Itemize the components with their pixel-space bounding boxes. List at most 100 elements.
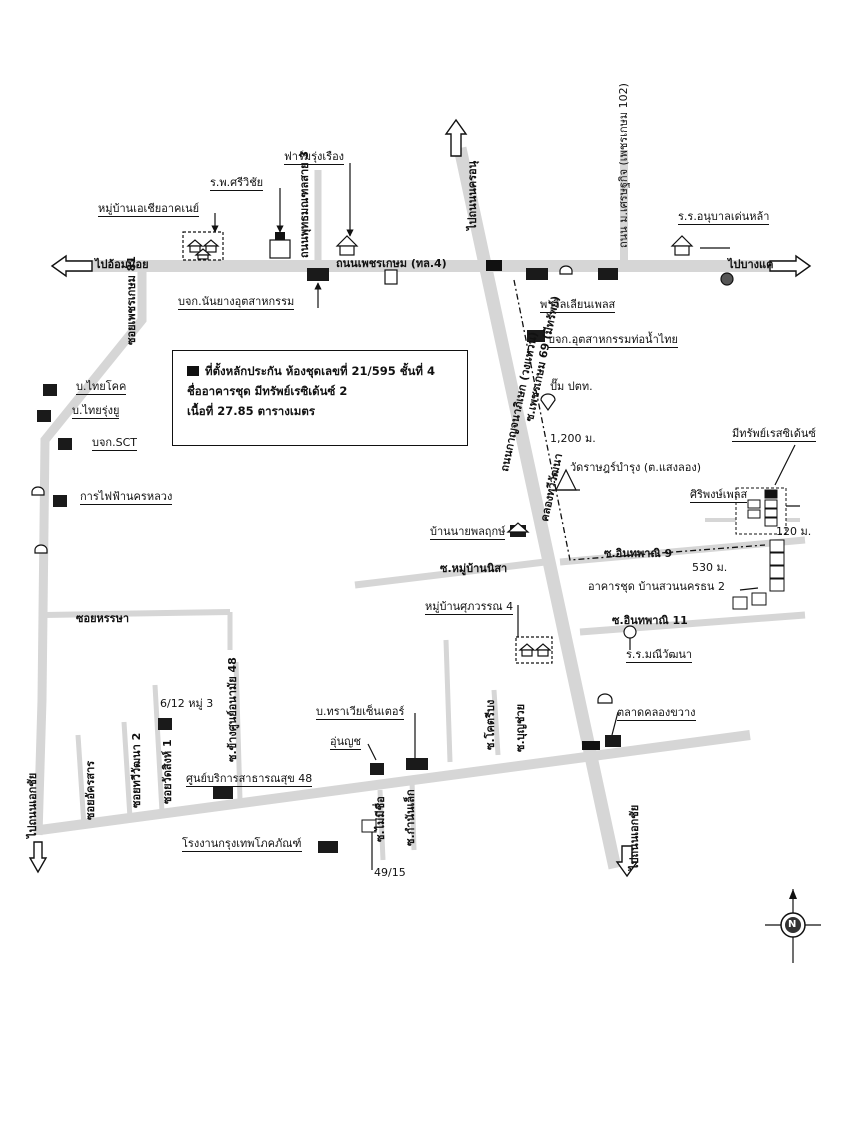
label-farm: ฟาร์มรุ่งเรือง <box>284 150 345 165</box>
label-to-ekachai-south: ไปถนนเอกชัย <box>628 804 641 870</box>
label-soi-a: ซอยอัครสาร <box>84 760 97 820</box>
label-soi-kho: ซ.โคตรีบง <box>484 699 497 750</box>
label-distance-530: 530 ม. <box>692 561 728 574</box>
label-distance-1200: 1,200 ม. <box>550 432 596 445</box>
label-health-center: ศูนย์บริการสาธารณสุข 48 <box>186 772 313 787</box>
compass-icon <box>765 889 821 963</box>
road-arrows <box>28 118 812 878</box>
label-factory: โรงงานกรุงเทพโภคภัณฑ์ <box>182 837 302 852</box>
shell-marker-east <box>598 268 618 280</box>
moo3-marker <box>158 718 172 730</box>
compass-label: N <box>788 919 797 930</box>
soi-kho-road <box>443 639 453 763</box>
market-marker <box>605 735 621 747</box>
soi-bun-road <box>491 689 501 756</box>
soi-market-road <box>233 661 243 801</box>
label-sct: บจก.SCT <box>92 436 137 451</box>
label-soi-b: ซอยทวีวัฒนา 2 <box>130 732 143 808</box>
label-anuchon: อุ่นญช <box>330 735 361 750</box>
soi-c-road <box>152 684 165 813</box>
label-market: ตลาดคลองขวาง <box>617 706 696 721</box>
label-to-om-noi: ไปอ้อมน้อย <box>95 258 149 271</box>
thaicoke-marker <box>43 384 57 396</box>
house-icon <box>670 235 694 247</box>
label-soi-market: ซ.ข้างศูนย์อนามัย 48 <box>226 657 239 762</box>
temple-icon <box>552 468 637 639</box>
pavilion-marker <box>526 268 548 280</box>
house-icons <box>182 231 694 664</box>
label-soi-nirasa: ซอยหรรษา <box>76 612 130 625</box>
label-phetkasem-road: ถนนเพชรเกษม (ทล.4) <box>336 257 447 270</box>
label-school-small: ร.ร.มณีวัฒนา <box>626 648 693 663</box>
label-soi-kamnan: ซ.กำนันเล็ก <box>404 789 417 846</box>
info-line-1: ที่ตั้งหลักประกัน ห้องชุดเลขที่ 21/595 ช… <box>187 361 457 381</box>
health-marker <box>213 787 233 799</box>
junction-marks <box>486 260 600 750</box>
label-wat-rat: วัดราษฎร์บำรุง (ต.แสงลอง) <box>570 461 702 474</box>
arrow-south-icon <box>615 845 639 878</box>
residence-complex <box>361 487 787 833</box>
label-anuban-school: ร.ร.อนุบาลเด่นหล้า <box>678 210 770 225</box>
label-asia-village: หมู่บ้านเอเชียอาคเนย์ <box>98 202 200 217</box>
soi-b-road <box>121 721 133 819</box>
info-line-3: เนื้อที่ 27.85 ตารางเมตร <box>187 404 315 418</box>
soi-kamnan-road <box>409 779 417 851</box>
factory-marker <box>318 841 338 853</box>
shell-station-icon <box>31 265 613 704</box>
soi-phetkasem-81-road <box>33 272 147 836</box>
label-soi-village-nisa: ซ.หมู่บ้านนิสา <box>440 562 508 575</box>
label-num-49: 49/15 <box>374 866 406 879</box>
southern-main-road <box>39 730 751 835</box>
arrow-north-icon <box>444 118 468 157</box>
arrow-south-left-icon <box>28 841 48 874</box>
soi-inthapan-9-road <box>559 536 806 566</box>
road-network <box>33 146 806 870</box>
soi-mai-road <box>377 789 386 861</box>
label-soi-c: ซอยวัดสิงห์ 1 <box>161 739 174 804</box>
info-line-2: ชื่ออาคารชุด มีทรัพย์เรซิเด้นซ์ 2 <box>187 384 348 398</box>
label-soi-inthapan-11: ซ.อินทพาณิ 11 <box>612 614 688 627</box>
soi-nirasa-road <box>44 609 231 618</box>
collateral-marker-icon <box>187 366 199 376</box>
label-trawian: บ.ทราเวียเซ็นเตอร์ <box>316 705 405 720</box>
electricity-marker <box>53 495 67 507</box>
sct-marker <box>58 438 72 450</box>
label-to-nakhon-north: ไปถนนนครอนุ <box>466 160 479 230</box>
anuchon-marker <box>370 763 384 775</box>
label-hospital: ร.พ.ศรีวิชัย <box>210 176 264 191</box>
arrow-west-icon <box>50 254 93 278</box>
label-meesap-residence: มีทรัพย์เรสซิเด้นซ์ <box>732 427 816 442</box>
label-electricity: การไฟฟ้านครหลวง <box>80 490 173 505</box>
soi-village-nisa-road <box>354 558 546 589</box>
label-soi-inthapan-9: ซ.อินทพาณิ 9 <box>604 547 673 560</box>
label-pipe-company: บจก.อุตสาหกรรมท่อน้ำไทย <box>548 333 678 348</box>
label-setthakit: ถนน ม.เศรษฐกิจ (เพชรเกษม 102) <box>617 83 630 248</box>
house-icon <box>506 522 530 533</box>
label-soi-mai: ซ.ไม่มีชื่อ <box>374 796 387 842</box>
label-moo3: 6/12 หมู่ 3 <box>160 697 214 710</box>
collateral-info-box: ที่ตั้งหลักประกัน ห้องชุดเลขที่ 21/595 ช… <box>172 350 468 446</box>
label-suan-building: อาคารชุด บ้านสวนนครธน 2 <box>588 580 725 593</box>
label-pavilion: พาวิลเลียนเพลส <box>540 298 616 313</box>
label-phutthamonthon-3: ถนนพุทธมณฑลสาย 3 <box>298 150 311 258</box>
label-ptt: ปั๊ม ปตท. <box>550 380 593 393</box>
label-supawan-village: หมู่บ้านศุภวรรณ 4 <box>425 600 514 615</box>
label-siriphong: ศิริพงษ์เพลส <box>690 488 748 503</box>
label-distance-120: 120 ม. <box>776 525 812 538</box>
ptt-station-icon <box>384 269 734 412</box>
label-thai-coke: บ.ไทยโคค <box>76 380 127 395</box>
rungyu-marker <box>37 410 51 422</box>
soi-a-road <box>75 734 87 827</box>
rubber-company-marker <box>307 268 329 281</box>
label-to-ekachai-left: ไปถนนเอกชัย <box>26 772 39 838</box>
pipe-marker <box>527 330 545 342</box>
house-icon <box>335 235 359 247</box>
label-soi-bun: ซ.บุญช่วย <box>514 703 527 752</box>
label-thai-rungyu: บ.ไทยรุ่งยู <box>72 404 120 419</box>
label-rubber-company: บจก.นันยางอุตสาหกรรม <box>178 295 295 310</box>
route-line <box>513 279 766 561</box>
label-to-bang-khae: ไปบางแค <box>728 258 774 271</box>
soi-inthapan-11-road <box>579 611 806 636</box>
building-icon <box>269 232 291 259</box>
